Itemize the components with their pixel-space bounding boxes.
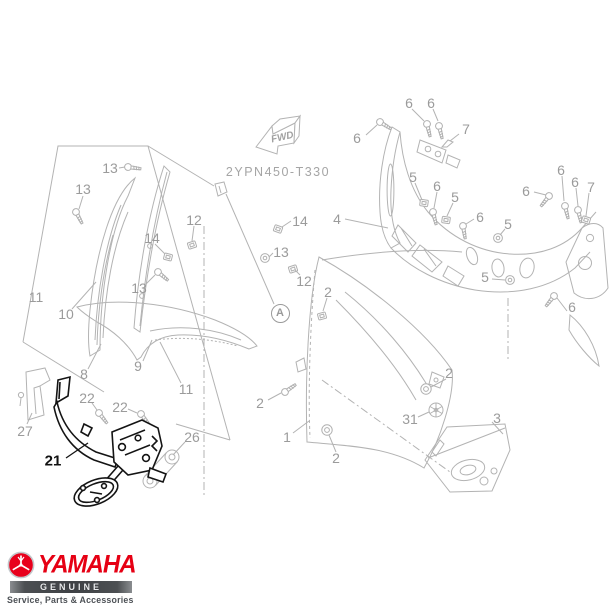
cowling-stay <box>379 126 609 368</box>
fwd-text: FWD <box>270 130 295 146</box>
diagram-code: 2YPN450-T330 <box>225 165 331 179</box>
brand-tagline: Service, Parts & Accessories <box>7 595 134 605</box>
bracket-27 <box>17 367 51 421</box>
upper-cowl <box>76 301 258 361</box>
fwd-arrow <box>255 114 302 155</box>
windshield-blade <box>133 165 171 333</box>
stay-bracket-21-highlighted <box>53 375 168 507</box>
grommet-31 <box>428 402 444 418</box>
windshield-visor <box>88 176 137 357</box>
genuine-banner: GENUINE <box>10 581 132 593</box>
windscreen <box>295 249 463 469</box>
brand-wordmark: YAMAHA <box>38 550 137 579</box>
section-a-line <box>147 145 275 305</box>
section-marker-a: A <box>270 303 290 323</box>
yamaha-genuine-logo: YAMAHA GENUINE Service, Parts & Accessor… <box>7 551 147 605</box>
lower-bracket <box>424 423 511 493</box>
callout-21-leader <box>65 442 89 459</box>
leader-lines <box>26 108 590 456</box>
clip-on-a-line <box>214 181 228 197</box>
panel-11-outline <box>22 145 231 441</box>
genuine-banner-text: GENUINE <box>39 581 102 592</box>
centerline-diagonal <box>321 379 451 473</box>
yamaha-tuning-fork-icon <box>7 551 35 579</box>
fasteners <box>70 116 592 436</box>
